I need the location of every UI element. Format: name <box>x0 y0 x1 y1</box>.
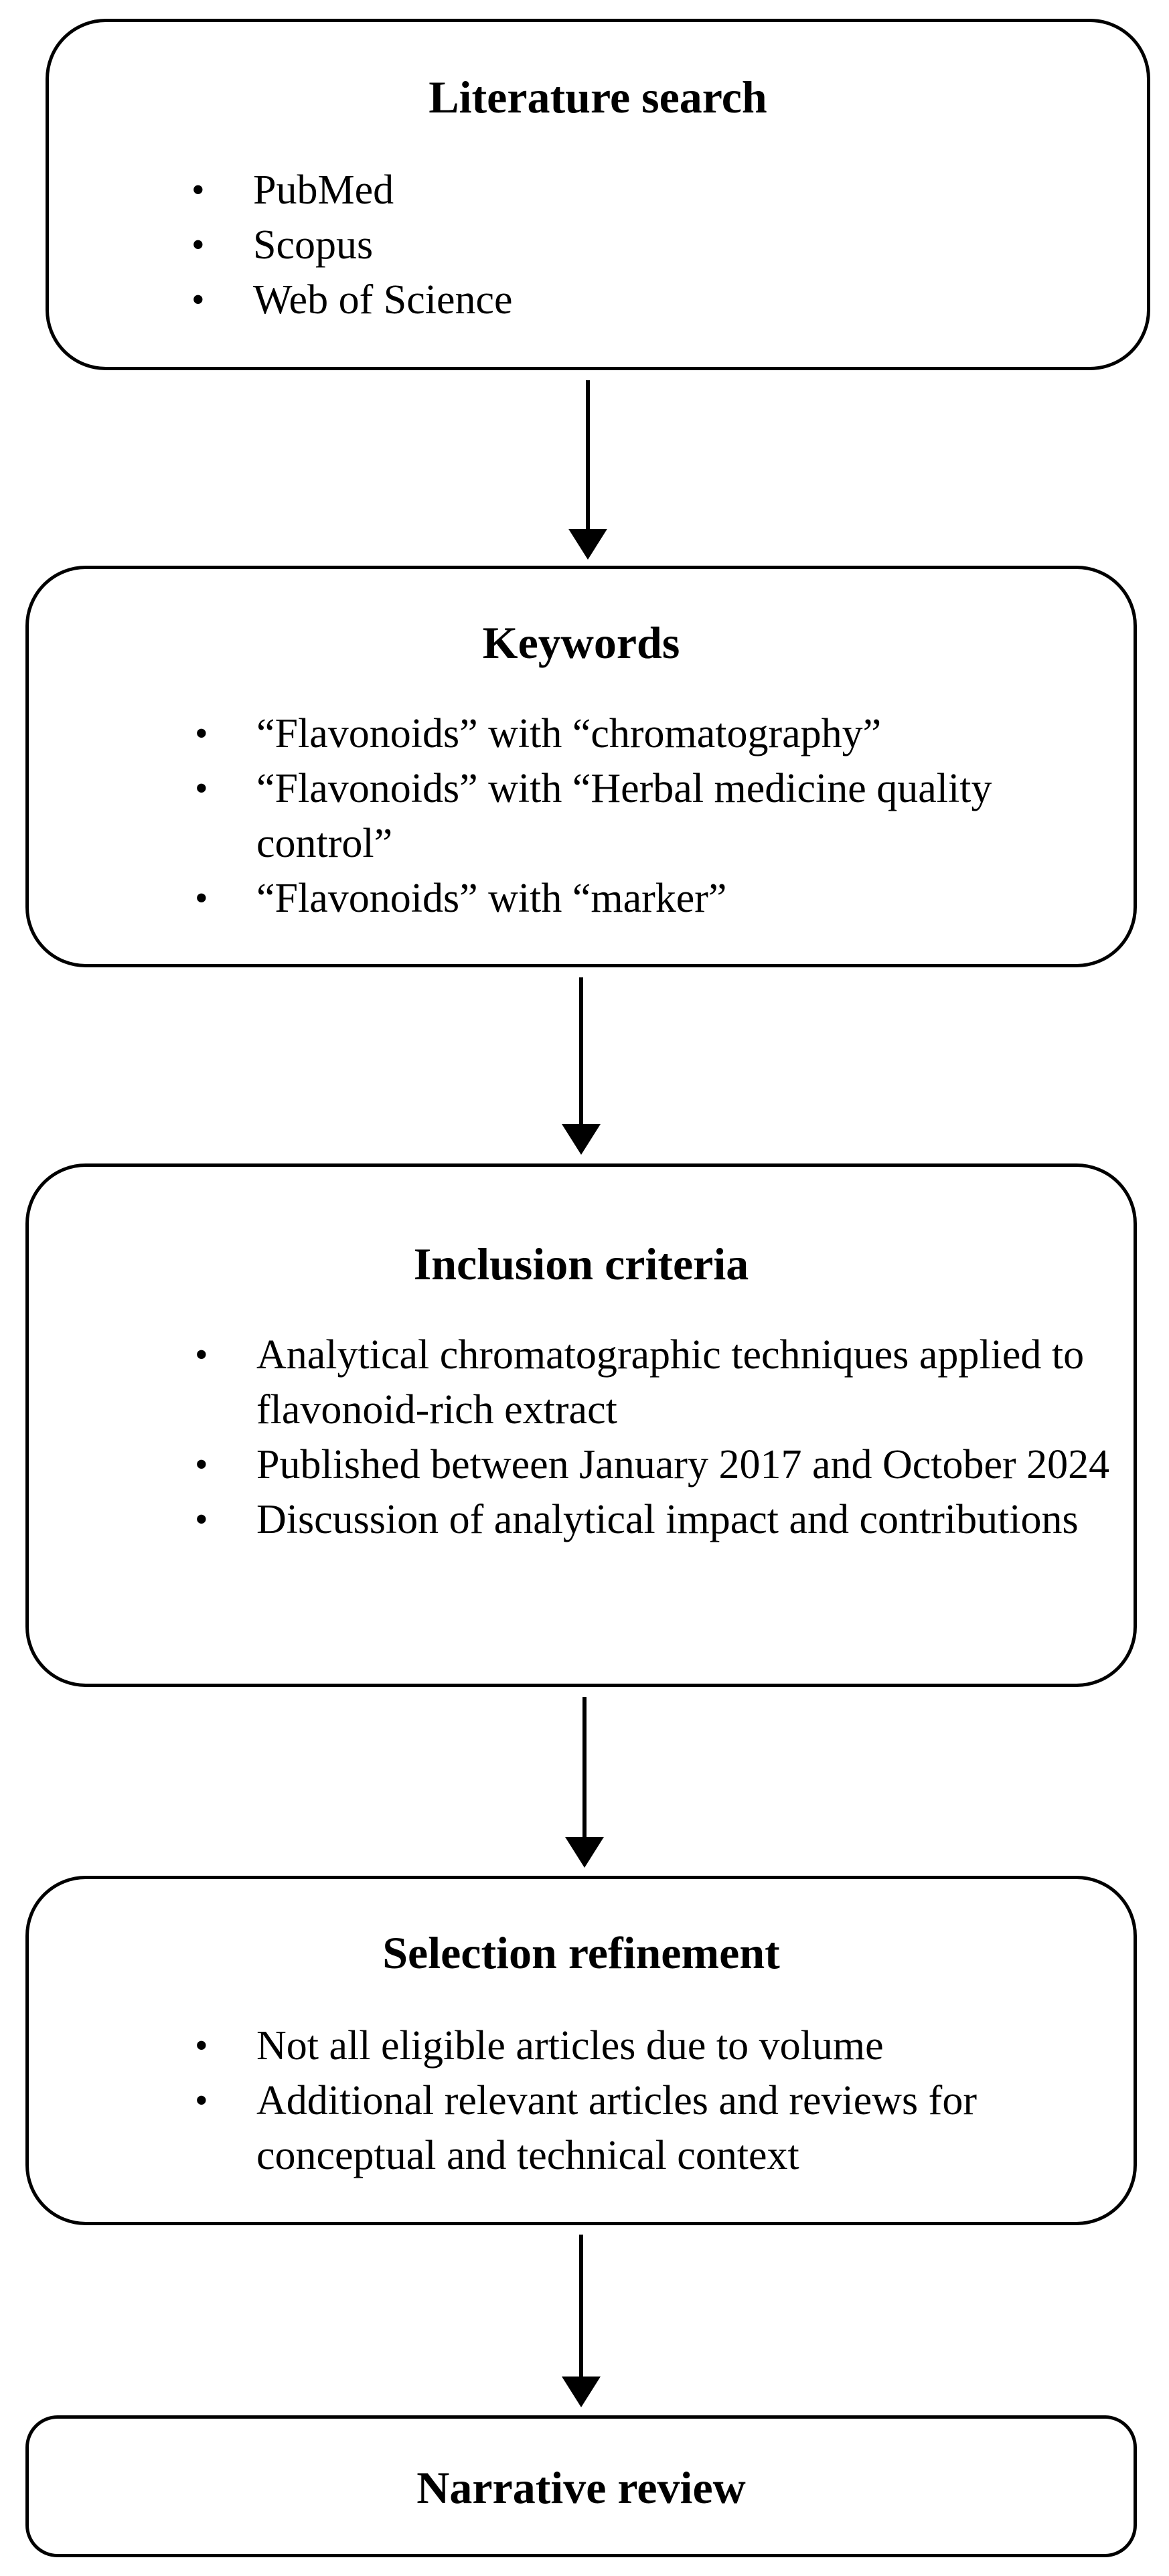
step-box-narrative-review: Narrative review <box>25 2415 1137 2557</box>
bullet-icon: • <box>195 1334 208 1376</box>
list-item: •“Flavonoids” with “chromatography” <box>195 706 1120 761</box>
list-item: •Analytical chromatographic techniques a… <box>195 1327 1120 1437</box>
bullet-icon: • <box>191 224 205 266</box>
arrow-down-icon <box>554 2235 608 2407</box>
step-title: Literature search <box>428 72 767 123</box>
list-item: •Published between January 2017 and Octo… <box>195 1437 1120 1492</box>
step-item-list: •Not all eligible articles due to volume… <box>195 2018 1127 2183</box>
arrow-down-icon <box>558 1697 611 1868</box>
bullet-icon: • <box>195 1499 208 1540</box>
bullet-icon: • <box>195 1444 208 1485</box>
list-item: •PubMed <box>191 163 1123 218</box>
step-item-list: •PubMed •Scopus •Web of Science <box>191 163 1123 327</box>
list-item: •Scopus <box>191 218 1123 272</box>
bullet-icon: • <box>191 279 205 321</box>
bullet-icon: • <box>191 169 205 211</box>
list-item: •Discussion of analytical impact and con… <box>195 1492 1120 1547</box>
step-title: Keywords <box>482 617 680 668</box>
arrow-down-icon <box>554 977 608 1155</box>
step-title: Selection refinement <box>382 1927 780 1978</box>
step-title: Narrative review <box>416 2462 746 2513</box>
list-item: •“Flavonoids” with “marker” <box>195 871 1120 926</box>
bullet-icon: • <box>195 713 208 754</box>
step-box-selection-refinement: Selection refinement •Not all eligible a… <box>25 1876 1137 2225</box>
list-item: •Not all eligible articles due to volume <box>195 2018 1127 2073</box>
step-box-inclusion-criteria: Inclusion criteria •Analytical chromatog… <box>25 1163 1137 1687</box>
step-box-literature-search: Literature search •PubMed •Scopus •Web o… <box>46 19 1150 370</box>
bullet-icon: • <box>195 2080 208 2121</box>
bullet-icon: • <box>195 768 208 809</box>
list-item: •“Flavonoids” with “Herbal medicine qual… <box>195 761 1120 871</box>
bullet-icon: • <box>195 2025 208 2067</box>
step-title: Inclusion criteria <box>413 1238 749 1289</box>
list-item: •Additional relevant articles and review… <box>195 2073 1127 2183</box>
step-item-list: •“Flavonoids” with “chromatography” •“Fl… <box>195 706 1120 926</box>
bullet-icon: • <box>195 878 208 919</box>
step-item-list: •Analytical chromatographic techniques a… <box>195 1327 1120 1547</box>
arrow-down-icon <box>561 380 615 560</box>
step-box-keywords: Keywords •“Flavonoids” with “chromatogra… <box>25 566 1137 967</box>
list-item: •Web of Science <box>191 272 1123 327</box>
